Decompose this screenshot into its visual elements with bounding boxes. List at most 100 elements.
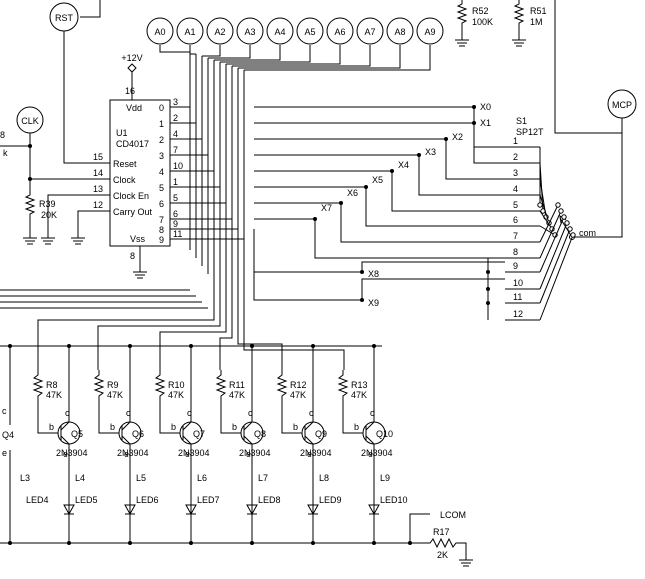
led-ref: LED4	[26, 495, 49, 505]
transistor-ref: Q4	[2, 430, 14, 440]
inductor-ref: L9	[380, 473, 390, 483]
output-q-label: 6	[159, 199, 164, 209]
analog-connector: A8	[386, 17, 414, 45]
switch-position-label: 11	[513, 292, 522, 302]
resistor-ref: R11	[229, 380, 245, 390]
output-q-label: 5	[159, 183, 164, 193]
input-pin-number: 13	[93, 184, 103, 194]
pin-letter: e	[124, 449, 129, 459]
pin-letter: c	[126, 408, 131, 418]
pin-letter: e	[185, 449, 190, 459]
input-pin-name: Clock	[113, 175, 136, 185]
output-q-label: 2	[159, 135, 164, 145]
switch-position-label: 9	[513, 261, 518, 271]
chip-ref: U1	[116, 128, 128, 138]
resistor-ref: R12	[290, 380, 307, 390]
r51-value: 1M	[530, 17, 543, 27]
output-pin-number: 9	[173, 219, 178, 229]
x-label: X2	[452, 132, 463, 142]
analog-connector-label: A3	[244, 27, 255, 37]
output-pin-number: 1	[173, 177, 178, 187]
r17-value: 2K	[437, 550, 448, 560]
pin-letter: b	[354, 422, 359, 432]
switch-part: SP12T	[516, 127, 544, 137]
resistor-value: 47K	[351, 390, 367, 400]
output-pin-number: 10	[173, 161, 183, 171]
lcom-network: LCOM R17 2K	[408, 510, 473, 567]
switch-position: 11	[505, 226, 573, 304]
pin-letter: c	[187, 408, 192, 418]
transistor-ref: Q8	[254, 429, 266, 439]
pin-letter: e	[368, 449, 373, 459]
input-pin-name: Reset	[113, 159, 137, 169]
pin-letter: e	[307, 449, 312, 459]
pin-letter: c	[309, 408, 314, 418]
analog-connector-label: A8	[394, 27, 405, 37]
switch-position-label: 8	[513, 247, 518, 257]
clk-label: CLK	[21, 116, 39, 126]
led-ref: LED10	[380, 495, 408, 505]
transistor-part: 2N3904	[117, 448, 149, 458]
output-bus-wiring	[0, 45, 431, 370]
inductor-ref: L7	[258, 473, 268, 483]
input-pin-number: 12	[93, 200, 103, 210]
switch-com-label: com	[579, 228, 596, 238]
clk-partial-b: k	[3, 148, 8, 158]
output-q-label: 0	[159, 103, 164, 113]
led-ref: LED6	[136, 495, 159, 505]
pin-letter: e	[246, 449, 251, 459]
x-label: X8	[368, 269, 379, 279]
output-q-label: 8	[159, 225, 164, 235]
switch-position-label: 1	[513, 136, 518, 146]
analog-connector: A2	[206, 17, 234, 45]
resistor-value: 47K	[229, 390, 245, 400]
x-label: X1	[480, 118, 491, 128]
cd4017-chip: +12V 16 Vdd U1 CD4017 Vss 8 15Reset14Clo…	[41, 53, 190, 279]
pin-letter: b	[49, 422, 54, 432]
r51-ref: R51	[530, 6, 547, 16]
switch-position-label: 3	[513, 168, 518, 178]
switch-position-label: 12	[513, 309, 523, 319]
switch-position-label: 10	[513, 278, 523, 288]
pin-letter: b	[171, 422, 176, 432]
switch-position-label: 5	[513, 200, 518, 210]
transistor-part: 2N3904	[56, 448, 88, 458]
pin-letter: c	[370, 408, 375, 418]
x-label: X0	[480, 102, 491, 112]
resistor-value: 47K	[46, 390, 62, 400]
transistor-ref: Q6	[132, 429, 144, 439]
led-ref: LED8	[258, 495, 281, 505]
resistor-ref: R10	[168, 380, 185, 390]
transistor-part: 2N3904	[178, 448, 210, 458]
output-pin-number: 3	[173, 97, 178, 107]
output-q-label: 3	[159, 151, 164, 161]
analog-connector-label: A9	[424, 27, 435, 37]
r39-ref: R39	[39, 199, 56, 209]
transistor-ref: Q9	[315, 429, 327, 439]
vss-label: Vss	[130, 234, 146, 244]
led-ref: LED5	[75, 495, 98, 505]
inductor-ref: L5	[136, 473, 146, 483]
x-label: X5	[372, 175, 383, 185]
output-pin-number: 7	[173, 145, 178, 155]
resistor-ref: R9	[107, 380, 119, 390]
gnd-pin-number: 8	[130, 251, 135, 261]
resistor-value: 47K	[290, 390, 306, 400]
input-pin-number: 14	[93, 168, 103, 178]
analog-connector-label: A1	[184, 27, 195, 37]
transistor-ref: Q10	[376, 429, 393, 439]
switch-position: 8	[505, 208, 564, 259]
inductor-ref: L4	[75, 473, 85, 483]
chip-part: CD4017	[116, 139, 149, 149]
